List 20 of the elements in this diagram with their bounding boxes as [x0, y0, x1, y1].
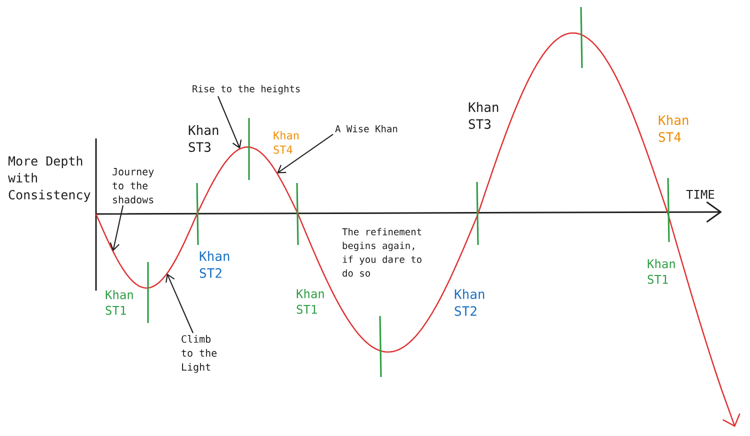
stage-label: Khan ST2: [200, 251, 230, 278]
leader-arrow: [110, 205, 124, 252]
stage-label: Khan ST1: [648, 259, 675, 284]
annotation-text: A Wise Khan: [335, 125, 398, 132]
stage-label: Khan ST2: [454, 289, 484, 316]
stage-label: Khan ST4: [274, 131, 299, 154]
note-text: The refinement begins again, if you dare to do so: [342, 228, 422, 277]
stage-label: Khan ST4: [658, 115, 688, 142]
axis-label: TIME: [686, 190, 714, 199]
leader-arrow: [166, 274, 194, 334]
annotation-text: Climb to the Light: [182, 335, 217, 373]
leader-arrow: [277, 134, 334, 174]
stage-label: Khan ST1: [296, 289, 324, 314]
annotation-text: Rise to the heights: [192, 85, 300, 94]
stage-label: Khan ST3: [188, 125, 218, 152]
annotation-text: Journey to the shadows: [112, 168, 154, 204]
axis-label: More Depth with Consistency: [8, 156, 90, 202]
leader-arrow: [218, 96, 242, 149]
stage-label: Khan ST1: [106, 290, 133, 315]
stage-label: Khan ST3: [468, 102, 498, 129]
